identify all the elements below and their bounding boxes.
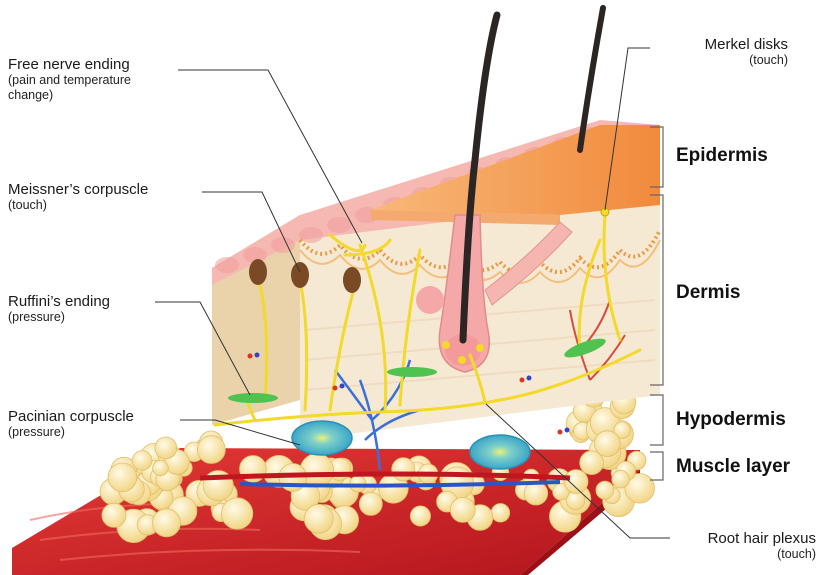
label-root-hair-plexus-sub: (touch) <box>777 547 816 562</box>
meissner-corpuscles <box>249 259 361 293</box>
label-pacinian-sub: (pressure) <box>8 425 65 440</box>
fat-cell <box>593 430 621 458</box>
label-merkel-sub: (touch) <box>749 53 788 68</box>
fat-cell <box>449 496 476 523</box>
fat-cell <box>391 457 416 482</box>
fat-cell <box>563 469 589 494</box>
fat-cell <box>552 483 570 501</box>
epidermis-block <box>212 120 662 285</box>
fat-cell <box>107 462 138 493</box>
layer-label-epidermis: Epidermis <box>676 145 768 166</box>
leader-lines <box>155 47 670 539</box>
muscle-vessels <box>199 471 571 488</box>
label-free-nerve-ending-sub1: (pain and temperature <box>8 73 131 88</box>
label-ruffini-sub: (pressure) <box>8 310 65 325</box>
fat-cell <box>197 435 226 464</box>
label-free-nerve-ending: Free nerve ending (pain and temperature … <box>8 56 131 102</box>
label-pacinian-title: Pacinian corpuscle <box>8 408 134 425</box>
fat-cell <box>490 503 511 523</box>
fat-cell <box>409 505 431 527</box>
label-root-hair-plexus-title: Root hair plexus <box>707 530 816 547</box>
fat-cell <box>152 508 181 538</box>
fat-cell <box>131 450 153 471</box>
blood-cell-dots <box>247 352 570 435</box>
label-free-nerve-ending-sub2: change) <box>8 87 54 102</box>
fat-cell <box>611 470 630 489</box>
label-root-hair-plexus: Root hair plexus (touch) <box>708 530 816 562</box>
ruffini-endings <box>228 338 606 403</box>
fat-cell <box>579 450 604 476</box>
fat-cell <box>358 491 383 516</box>
label-pacinian: Pacinian corpuscle (pressure) <box>8 408 134 440</box>
label-meissner: Meissner’s corpuscle (touch) <box>8 181 148 213</box>
layer-label-dermis: Dermis <box>676 282 741 303</box>
fat-cell <box>613 421 631 439</box>
label-ruffini-title: Ruffini’s ending <box>8 293 111 310</box>
nerve-fibers <box>213 213 642 427</box>
label-meissner-title: Meissner’s corpuscle <box>8 181 149 198</box>
layer-brackets <box>650 126 664 481</box>
fat-cell <box>101 502 127 528</box>
fat-cell <box>303 503 334 534</box>
pacinian-corpuscles <box>291 420 531 470</box>
fat-cell <box>595 480 615 500</box>
label-merkel: Merkel disks (touch) <box>705 36 788 68</box>
layer-label-muscle: Muscle layer <box>676 456 791 477</box>
fat-cell <box>624 473 655 504</box>
label-meissner-sub: (touch) <box>8 198 47 213</box>
label-free-nerve-ending-title: Free nerve ending <box>8 56 130 73</box>
fat-cell <box>221 497 254 530</box>
label-merkel-title: Merkel disks <box>704 36 788 53</box>
fat-cell <box>154 436 178 460</box>
label-ruffini: Ruffini’s ending (pressure) <box>8 293 110 325</box>
layer-label-hypodermis: Hypodermis <box>676 409 786 430</box>
root-hair-plexus <box>442 341 484 364</box>
fat-cell <box>152 459 169 477</box>
